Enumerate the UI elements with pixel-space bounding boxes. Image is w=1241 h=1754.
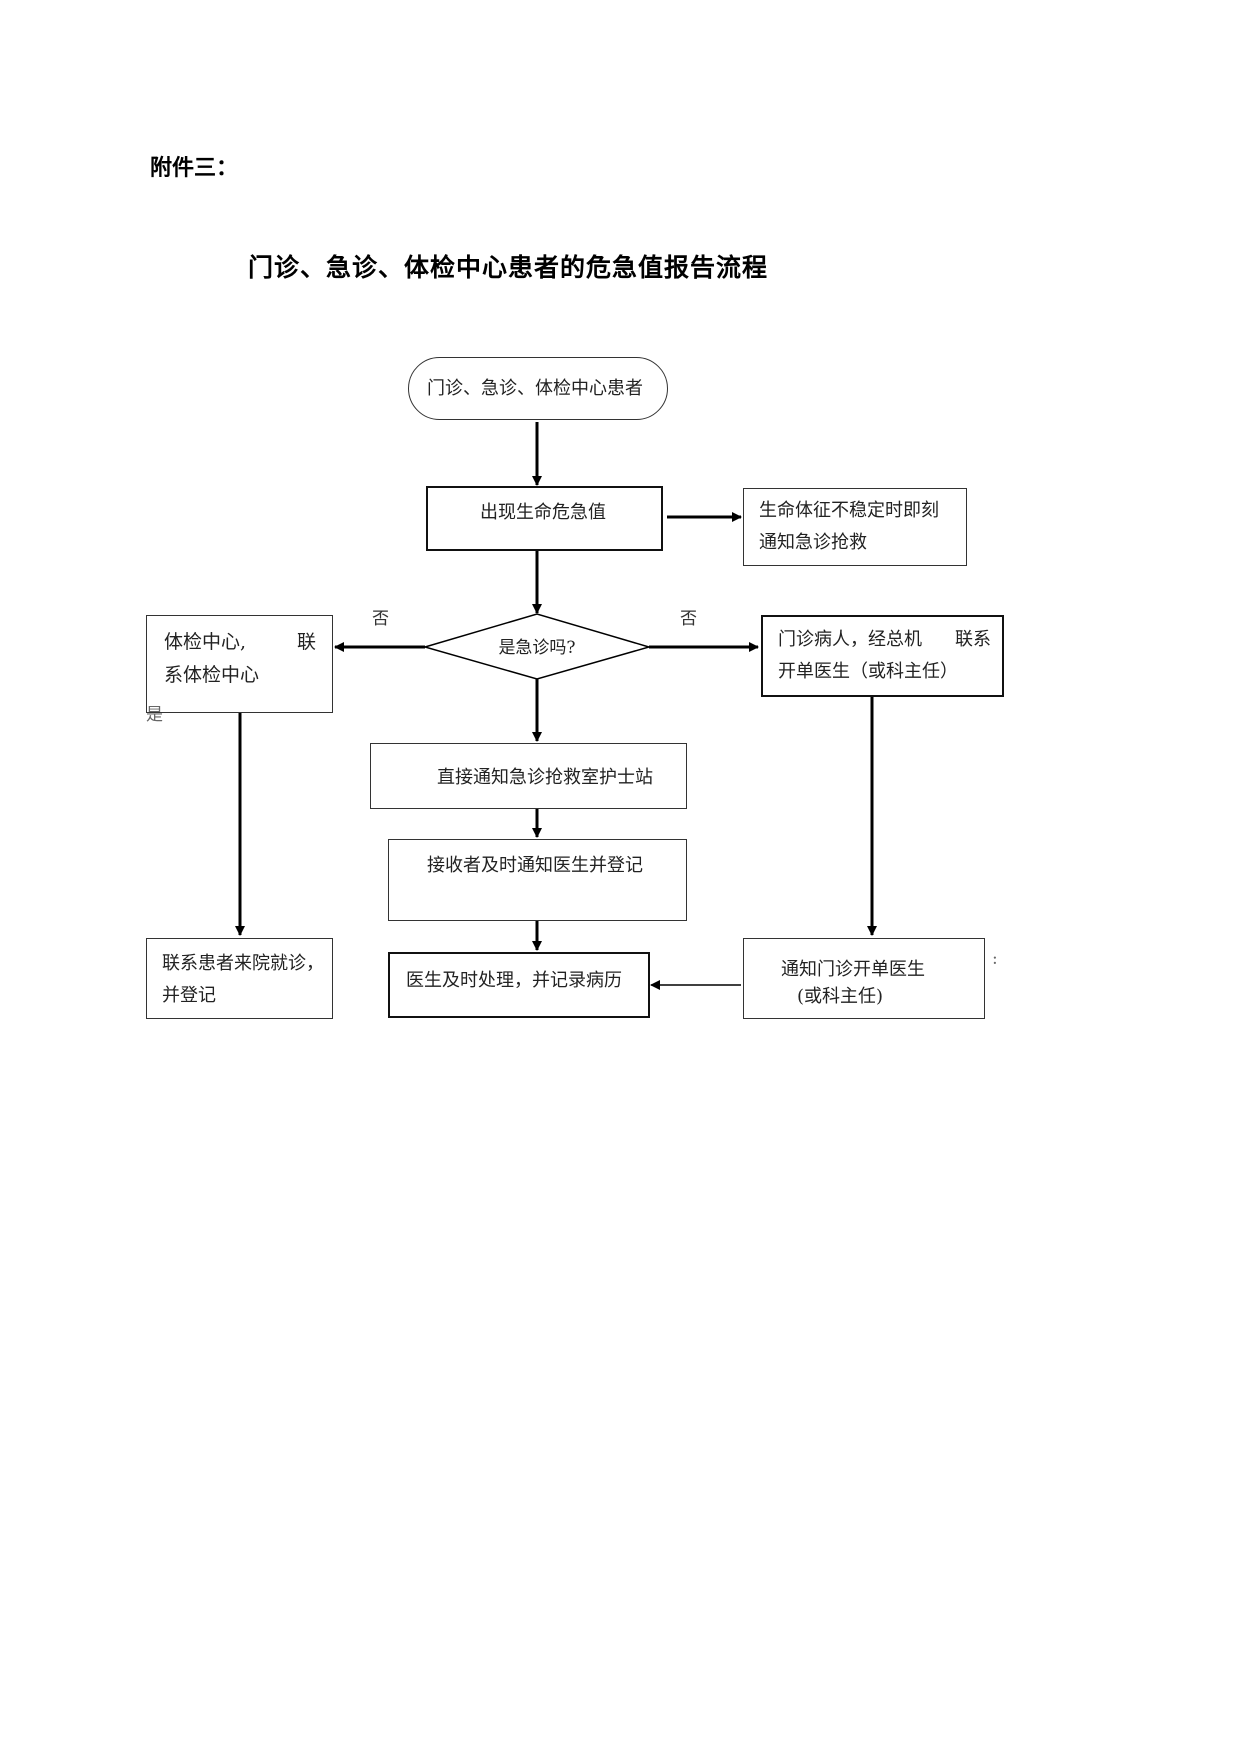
- physical-center-line2: 系体检中心: [164, 664, 260, 686]
- outpatient-line1a: 门诊病人，经总机: [778, 629, 922, 650]
- doctor-handle-label: 医生及时处理，并记录病历: [406, 970, 622, 991]
- contact-patient-line1: 联系患者来院就诊，: [162, 953, 324, 974]
- outpatient-line1b: 联系: [955, 629, 991, 650]
- edge-label-no-right: 否: [680, 609, 697, 629]
- edge-label-no-left: 否: [372, 609, 389, 629]
- page-title: 门诊、急诊、体检中心患者的危急值报告流程: [248, 253, 769, 282]
- notify-er-nurse-node: 直接通知急诊抢救室护士站: [370, 743, 687, 809]
- unstable-vitals-line1: 生命体征不稳定时即刻: [759, 500, 939, 521]
- contact-patient-node: 联系患者来院就诊， 并登记: [146, 938, 333, 1019]
- critical-value-node: 出现生命危急值: [426, 486, 663, 551]
- receiver-notify-label: 接收者及时通知医生并登记: [427, 855, 643, 876]
- doctor-handle-node: 医生及时处理，并记录病历: [388, 952, 650, 1018]
- decision-label: 是急诊吗?: [498, 638, 575, 658]
- critical-value-label: 出现生命危急值: [480, 502, 606, 523]
- unstable-vitals-node: 生命体征不稳定时即刻 通知急诊抢救: [743, 488, 967, 566]
- edge-label-yes: 是: [146, 705, 163, 725]
- unstable-vitals-line2: 通知急诊抢救: [759, 532, 867, 553]
- physical-center-line1b: 联: [297, 631, 317, 653]
- contact-patient-line2: 并登记: [162, 985, 216, 1006]
- physical-center-line1a: 体检中心,: [164, 631, 247, 653]
- outpatient-node: 门诊病人，经总机 联系 开单医生（或科主任）: [761, 615, 1004, 697]
- attachment-label: 附件三：: [150, 156, 239, 181]
- notify-outpatient-doctor-node: 通知门诊开单医生 (或科主任): [743, 938, 985, 1019]
- start-node: 门诊、急诊、体检中心患者: [408, 357, 668, 420]
- notify-outpatient-doctor-line2: (或科主任): [797, 986, 884, 1007]
- receiver-notify-node: 接收者及时通知医生并登记: [388, 839, 687, 921]
- physical-center-node: 体检中心, 联 系体检中心: [146, 615, 333, 713]
- start-node-label: 门诊、急诊、体检中心患者: [427, 378, 643, 399]
- outpatient-line2: 开单医生（或科主任）: [778, 661, 958, 682]
- notify-er-nurse-label: 直接通知急诊抢救室护士站: [437, 767, 653, 788]
- notify-outpatient-doctor-line1: 通知门诊开单医生: [781, 959, 925, 980]
- stray-mark: :: [992, 949, 998, 969]
- decision-diamond: [422, 613, 652, 680]
